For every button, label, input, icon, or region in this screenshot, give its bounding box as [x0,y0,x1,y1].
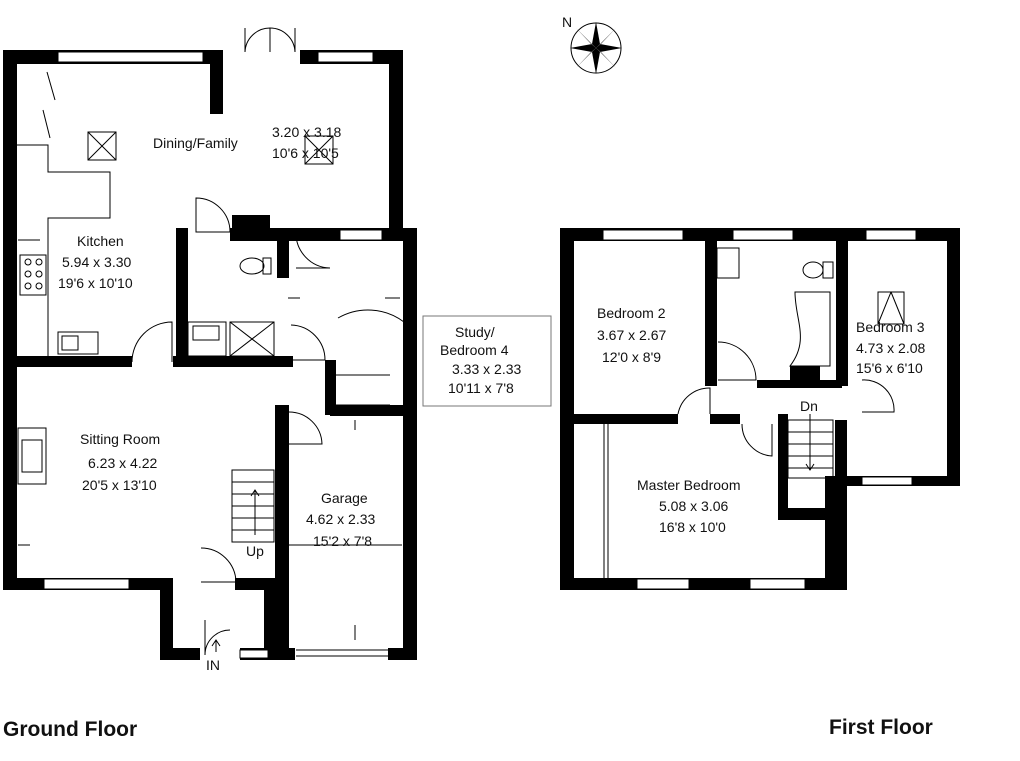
dining-imperial: 10'6 x 10'5 [272,145,339,161]
garage-name: Garage [321,490,368,506]
kitchen-fittings [17,71,334,356]
skylight-icon-2 [304,135,334,165]
fireplace-icon [17,427,47,485]
room-kitchen: Kitchen 5.94 x 3.30 19'6 x 10'10 [58,233,133,291]
sitting-imperial: 20'5 x 13'10 [82,477,157,493]
room-dining: Dining/Family 3.20 x 3.18 10'6 x 10'5 [153,124,341,161]
bedroom2-imperial: 12'0 x 8'9 [602,349,661,365]
bedroom3-imperial: 15'6 x 6'10 [856,360,923,376]
cloakroom-fittings [187,197,275,357]
bedroom3-metric: 4.73 x 2.08 [856,340,925,356]
sink-icon [57,331,99,355]
toilet-icon-first [802,261,824,279]
kitchen-metric: 5.94 x 3.30 [62,254,131,270]
ground-floor-doors [131,231,405,656]
bathroom-fittings [716,247,905,367]
first-stairs: Dn [787,398,834,479]
first-floor-windows [602,229,917,590]
study-metric: 3.33 x 2.33 [452,361,521,377]
compass: N [562,14,622,74]
room-garage: Garage 4.62 x 2.33 15'2 x 7'8 [306,490,375,549]
room-master: Master Bedroom 5.08 x 3.06 16'8 x 10'0 [637,477,740,535]
room-bedroom2: Bedroom 2 3.67 x 2.67 12'0 x 8'9 [597,305,666,365]
room-bedroom3: Bedroom 3 4.73 x 2.08 15'6 x 6'10 [856,319,925,376]
compass-north-letter: N [562,14,572,30]
entrance: IN [206,639,221,673]
ground-floor-title: Ground Floor [3,718,137,741]
sitting-metric: 6.23 x 4.22 [88,455,157,471]
stairs-up-label: Up [246,543,264,559]
french-doors [244,27,296,53]
toilet-icon [239,257,265,275]
bedroom2-name: Bedroom 2 [597,305,666,321]
sitting-name: Sitting Room [80,431,160,447]
garage-metric: 4.62 x 2.33 [306,511,375,527]
master-name: Master Bedroom [637,477,740,493]
room-sitting: Sitting Room 6.23 x 4.22 20'5 x 13'10 [80,431,160,493]
compass-rose-icon [570,22,622,74]
kitchen-name: Kitchen [77,233,124,249]
bedroom3-name: Bedroom 3 [856,319,925,335]
study-imperial: 10'11 x 7'8 [448,380,514,396]
stairs-down-label: Dn [800,398,818,414]
kitchen-imperial: 19'6 x 10'10 [58,275,133,291]
study-name-line1: Study/ [455,324,495,340]
room-study: Study/ Bedroom 4 3.33 x 2.33 10'11 x 7'8 [422,315,552,407]
basin-icon [716,247,740,279]
bedroom2-metric: 3.67 x 2.67 [597,327,666,343]
skylight-icon [87,131,117,161]
master-imperial: 16'8 x 10'0 [659,519,726,535]
entrance-label: IN [206,657,220,673]
bath-icon [788,291,831,367]
first-floor-walls [560,228,960,590]
dining-name: Dining/Family [153,135,238,151]
ground-stairs: Up [231,469,275,559]
study-name-line2: Bedroom 4 [440,342,509,358]
hob-icon [19,254,47,296]
first-floor-doors [677,341,895,457]
dimension-arrows [18,239,402,640]
master-metric: 5.08 x 3.06 [659,498,728,514]
dining-metric: 3.20 x 3.18 [272,124,341,140]
ground-floor-windows [43,51,390,659]
garage-imperial: 15'2 x 7'8 [313,533,372,549]
first-floor-title: First Floor [829,716,933,739]
